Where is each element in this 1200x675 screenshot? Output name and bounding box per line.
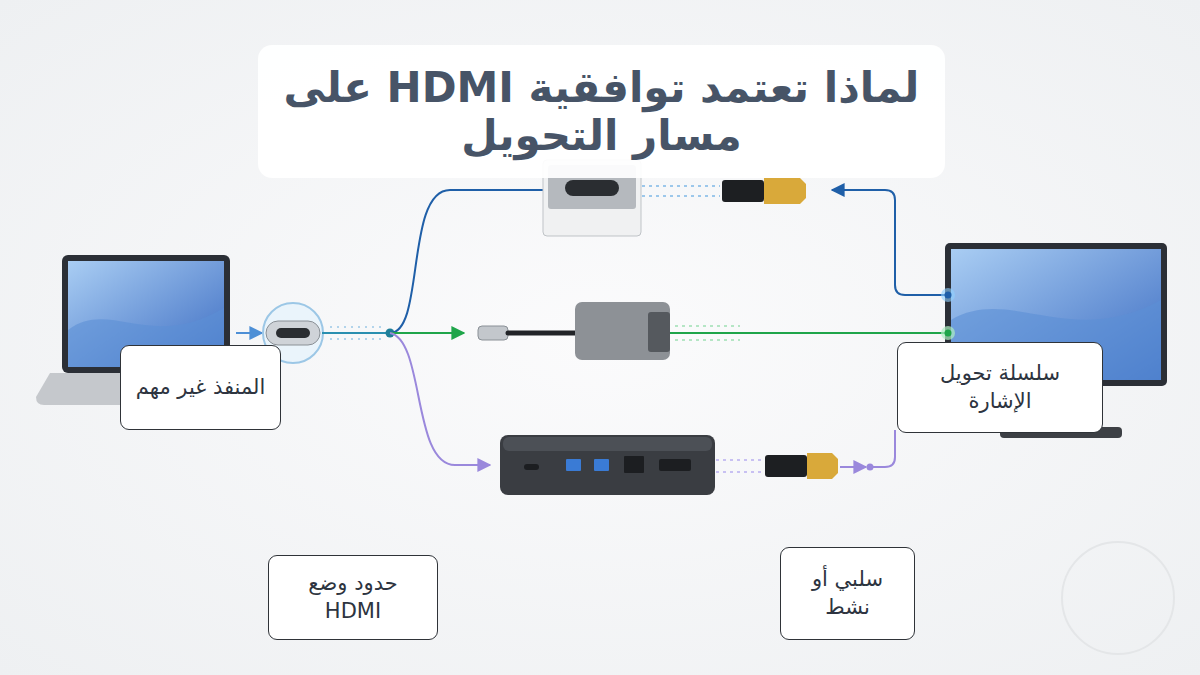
green-path	[390, 332, 464, 334]
signal-dots	[642, 195, 720, 197]
signal-dots	[330, 326, 385, 328]
dock-port	[594, 459, 609, 471]
end-dot	[945, 330, 952, 337]
callout-text: حدود وضع HDMI	[279, 570, 427, 625]
signal-dots	[642, 185, 720, 187]
hdmi-plug	[765, 455, 807, 477]
adapter-body	[575, 302, 670, 360]
dock-top	[503, 437, 712, 451]
callout-box: المنفذ غير مهم	[120, 345, 281, 430]
dock-port	[659, 459, 691, 471]
watermark-circle	[1062, 542, 1174, 654]
title-text: لماذا تعتمد توافقية HDMI على مسار التحوي…	[276, 64, 927, 158]
glow-dot	[941, 326, 955, 340]
usb-c-plug	[478, 326, 508, 340]
adapter-port	[648, 312, 670, 352]
dock-port	[566, 459, 581, 471]
adapter-port	[565, 180, 619, 196]
purple-path	[840, 466, 866, 468]
hdmi-tip	[807, 453, 838, 479]
callout-box: سلبي أو نشط	[780, 547, 915, 640]
glow-dot	[941, 288, 955, 302]
signal-dots	[675, 325, 740, 327]
signal-dots	[716, 459, 764, 461]
green-path	[670, 332, 945, 334]
signal-line	[236, 332, 262, 334]
callout-box: حدود وضع HDMI	[268, 555, 438, 640]
purple-path	[870, 430, 895, 467]
dock-port	[624, 456, 644, 473]
hdmi-plug	[722, 180, 764, 202]
dock-port	[524, 464, 539, 470]
end-dot	[945, 292, 952, 299]
callout-text: سلسلة تحويل الإشارة	[908, 360, 1092, 415]
dock-body	[500, 435, 715, 495]
signal-dots	[675, 339, 740, 341]
blue-path	[832, 190, 948, 295]
signal-dots	[330, 338, 385, 340]
usb-c-slot	[276, 328, 310, 338]
callout-box: سلسلة تحويل الإشارة	[897, 342, 1103, 433]
signal-dots	[716, 471, 764, 473]
title-box: لماذا تعتمد توافقية HDMI على مسار التحوي…	[258, 45, 945, 178]
purple-path	[390, 333, 490, 465]
signal-line	[322, 332, 390, 334]
hdmi-tip	[764, 178, 806, 204]
usb-c-port	[266, 321, 320, 345]
blue-path	[390, 190, 543, 333]
callout-text: المنفذ غير مهم	[136, 374, 266, 401]
callout-text: سلبي أو نشط	[791, 566, 904, 621]
cable	[508, 331, 578, 336]
